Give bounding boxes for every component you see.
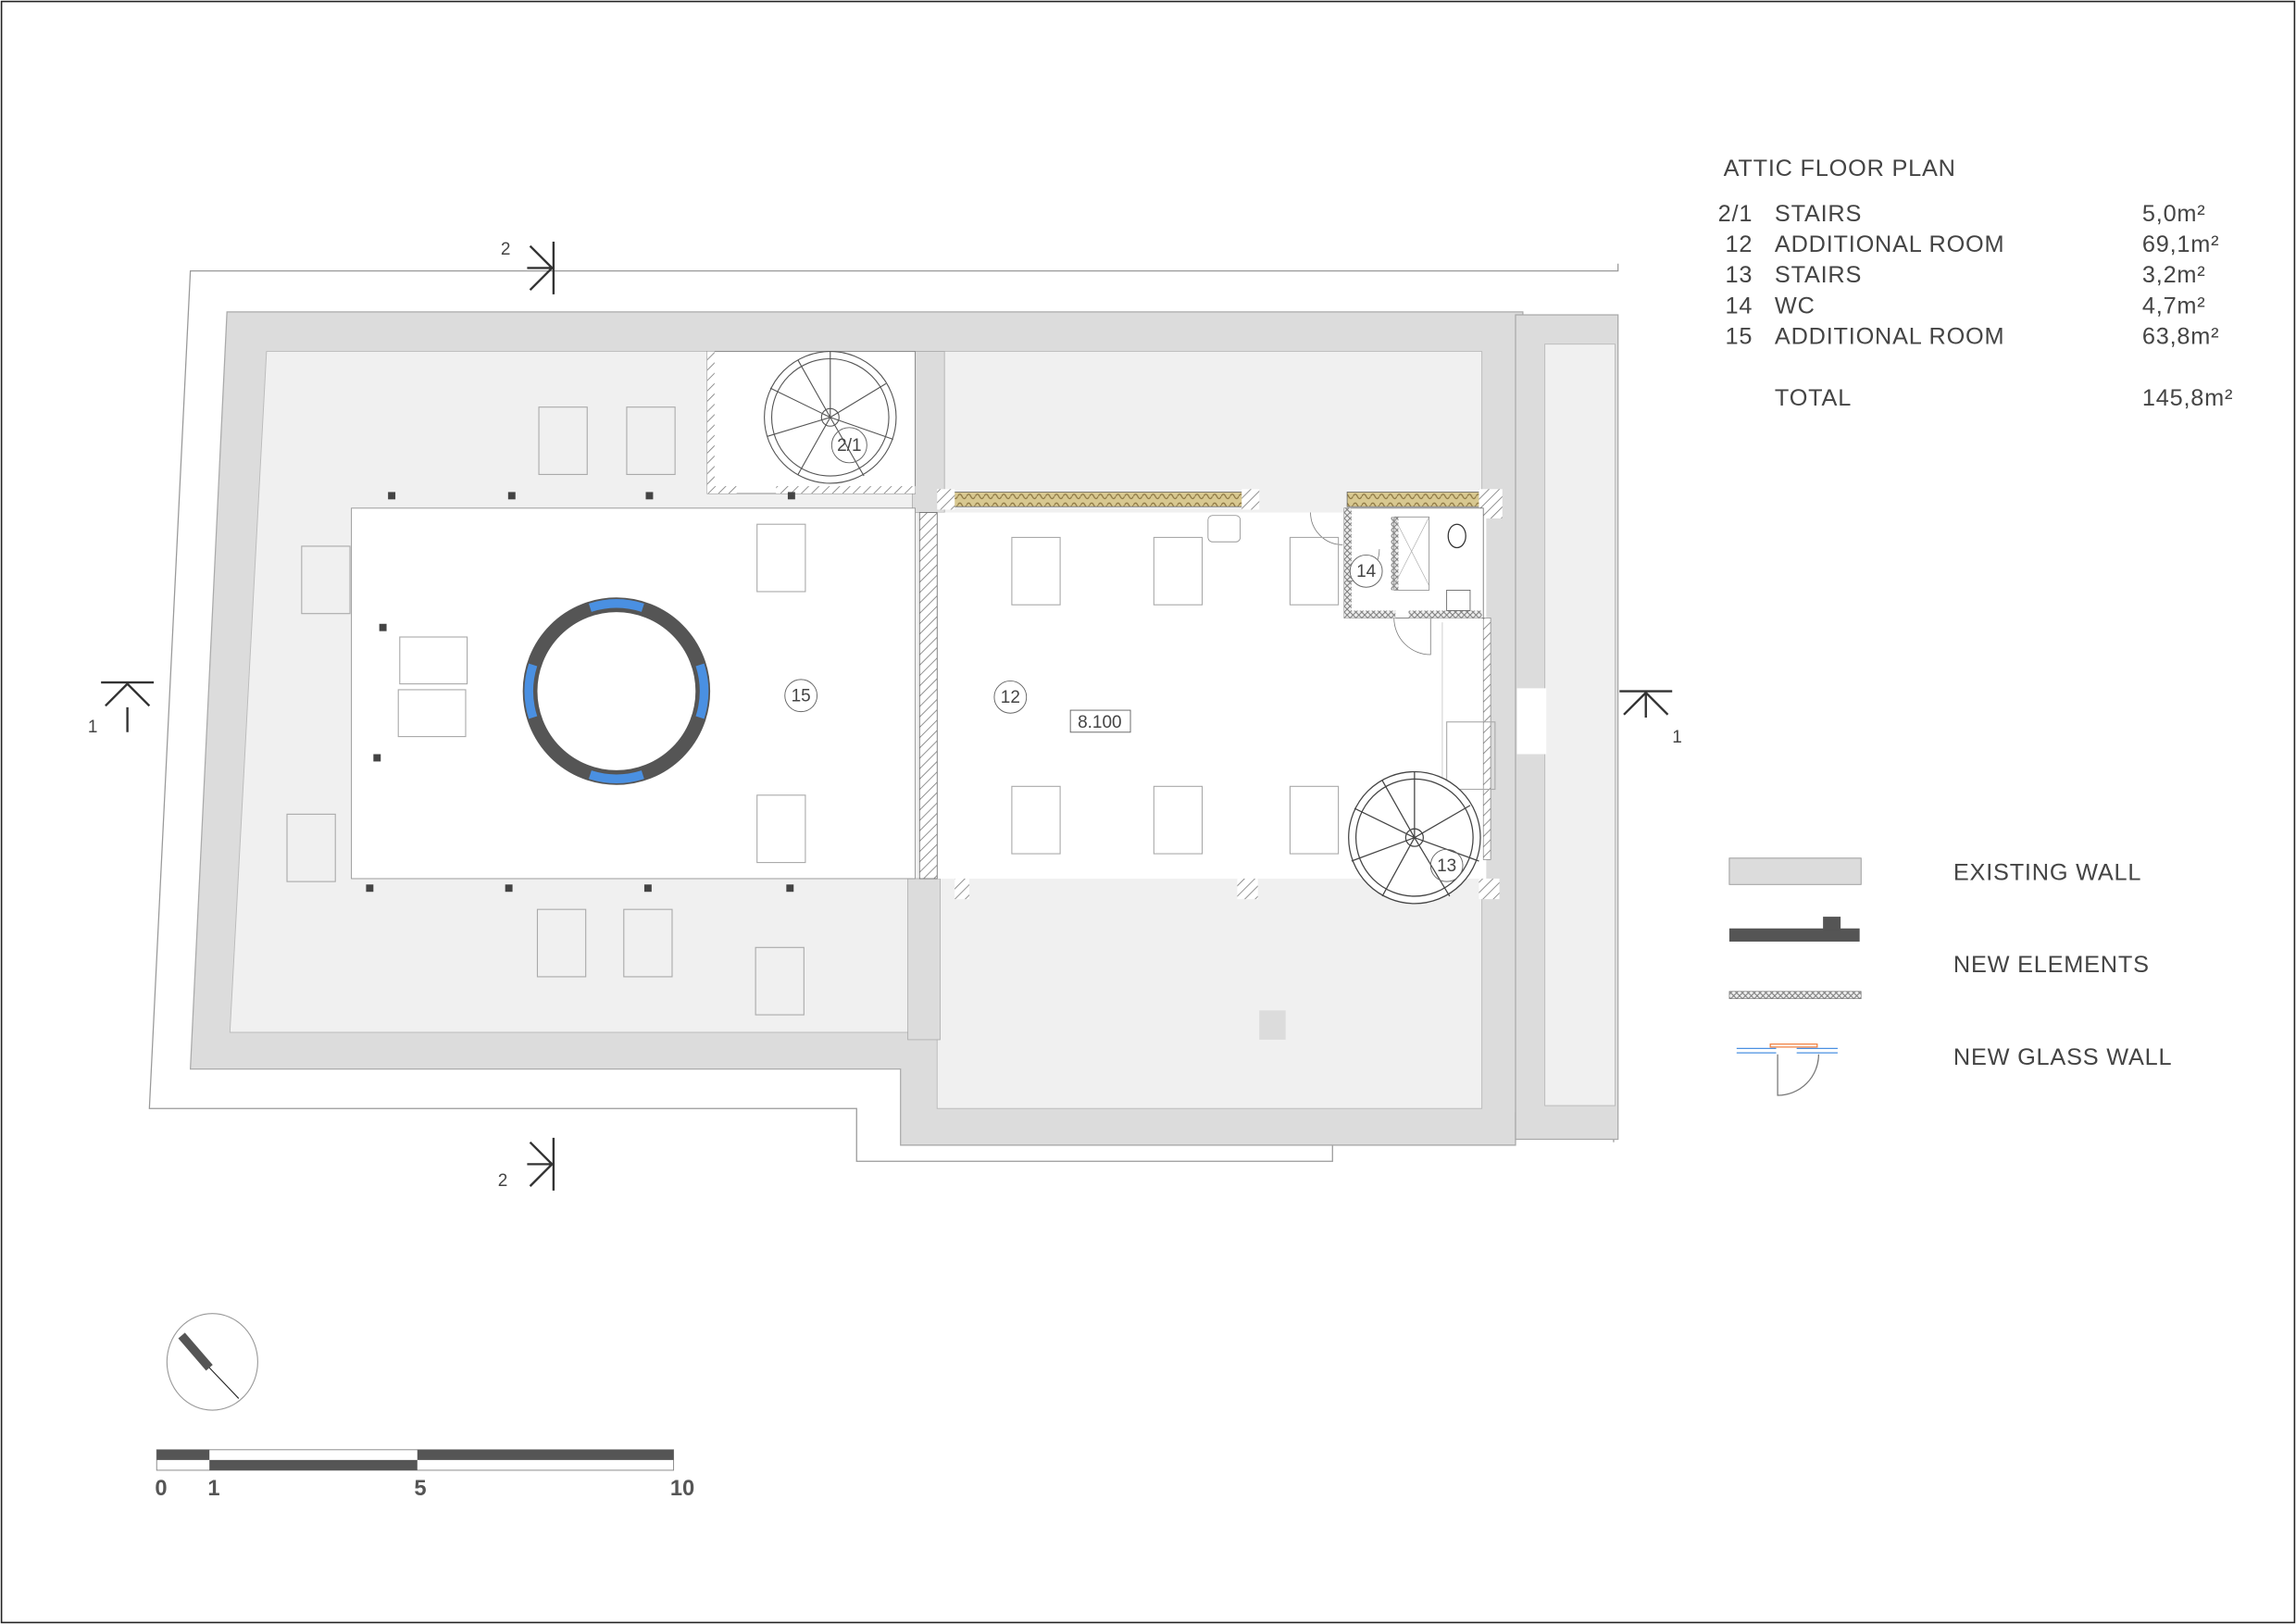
section-marker-2-bottom (527, 1137, 555, 1191)
insulation-wall (1346, 492, 1483, 507)
toilet-icon (1447, 523, 1466, 549)
skylight (301, 545, 351, 615)
skylight (1011, 536, 1061, 606)
room-tag-14: 14 (1349, 554, 1383, 588)
skylight (756, 794, 806, 864)
svg-text:12: 12 (1001, 688, 1020, 707)
svg-text:5: 5 (414, 1477, 426, 1501)
svg-text:2: 2 (498, 1171, 508, 1191)
svg-text:EXISTING WALL: EXISTING WALL (1953, 860, 2141, 886)
room-name: STAIRS (1775, 262, 1862, 288)
room-area: 5,0m² (2142, 201, 2206, 227)
svg-text:8.100: 8.100 (1078, 713, 1121, 732)
spiral-stairs-21 (764, 351, 897, 484)
skylight (626, 406, 676, 475)
svg-text:15: 15 (792, 687, 811, 706)
room-area: 4,7m² (2142, 293, 2206, 319)
room-number: 2/1 (1718, 201, 1753, 227)
insulation-wall (951, 492, 1245, 507)
skylight (1153, 536, 1204, 606)
room-name: ADDITIONAL ROOM (1775, 324, 2004, 350)
table-title: ATTIC FLOOR PLAN (1724, 156, 1956, 181)
post (505, 884, 513, 893)
skylight (286, 813, 336, 882)
svg-text:14: 14 (1356, 562, 1376, 581)
skylight (536, 908, 587, 978)
legend-new-element-swatch (1728, 928, 1860, 942)
svg-text:2: 2 (501, 240, 511, 259)
post (643, 884, 652, 893)
legend: EXISTING WALL NEW ELEMENTS NEW GLASS WAL… (1728, 857, 2172, 1096)
room-area: 63,8m² (2142, 324, 2219, 350)
total-area: 145,8m² (2142, 385, 2233, 411)
svg-text:0: 0 (155, 1477, 167, 1501)
room-tag-15: 15 (784, 679, 818, 713)
skylight (1289, 536, 1340, 606)
svg-text:1: 1 (207, 1477, 219, 1501)
svg-text:10: 10 (670, 1477, 694, 1501)
room-number: 13 (1725, 262, 1753, 288)
north-arrow-icon (166, 1313, 258, 1411)
section-marker-2-top (527, 241, 555, 294)
room-number: 15 (1725, 324, 1753, 350)
svg-text:2/1: 2/1 (837, 436, 861, 456)
sink-icon (1446, 589, 1471, 611)
skylight (1289, 785, 1340, 855)
spiral-stairs-13 (1348, 770, 1481, 905)
post (388, 492, 396, 500)
skylight (397, 689, 467, 738)
skylight (755, 946, 805, 1016)
svg-text:1: 1 (1672, 728, 1682, 747)
room-area: 3,2m² (2142, 262, 2206, 288)
post (645, 492, 654, 500)
room-name: WC (1775, 293, 1816, 319)
skylight (1446, 721, 1496, 791)
room-tag-12: 12 (993, 680, 1028, 714)
post (786, 884, 794, 893)
level-tag: 8.100 (1069, 709, 1131, 733)
section-marker-1-left (101, 681, 155, 732)
section-marker-1-right (1619, 690, 1673, 718)
svg-text:NEW GLASS WALL: NEW GLASS WALL (1953, 1044, 2172, 1070)
post (379, 623, 387, 631)
skylight (399, 636, 468, 685)
svg-text:NEW ELEMENTS: NEW ELEMENTS (1953, 952, 2150, 978)
room-number: 12 (1725, 231, 1753, 257)
posts (366, 492, 795, 893)
skylight (623, 908, 673, 978)
post (373, 754, 381, 762)
total-label: TOTAL (1775, 385, 1852, 411)
post (507, 492, 516, 500)
round-glass-element (522, 597, 711, 785)
legend-hatch-swatch (1728, 991, 1862, 999)
room-tag-21: 2/1 (830, 427, 867, 464)
skylight (538, 406, 588, 475)
skylight (1153, 785, 1204, 855)
scale-bar: 0 1 5 10 (155, 1449, 694, 1501)
room-name: STAIRS (1775, 201, 1862, 227)
partition-wall (918, 512, 938, 880)
room-area: 69,1m² (2142, 231, 2219, 257)
legend-existing-wall-swatch (1728, 857, 1862, 885)
room-tag-13: 13 (1429, 848, 1464, 882)
svg-text:13: 13 (1437, 856, 1456, 876)
skylight (756, 523, 806, 593)
post (366, 884, 374, 893)
skylights (286, 406, 1496, 1016)
room-number: 14 (1725, 293, 1753, 319)
skylight (1011, 785, 1061, 855)
room-15-floor (351, 507, 916, 880)
svg-text:1: 1 (88, 718, 98, 737)
post (787, 492, 795, 500)
room-name: ADDITIONAL ROOM (1775, 231, 2004, 257)
legend-glass-wall-swatch (1736, 1043, 1838, 1096)
